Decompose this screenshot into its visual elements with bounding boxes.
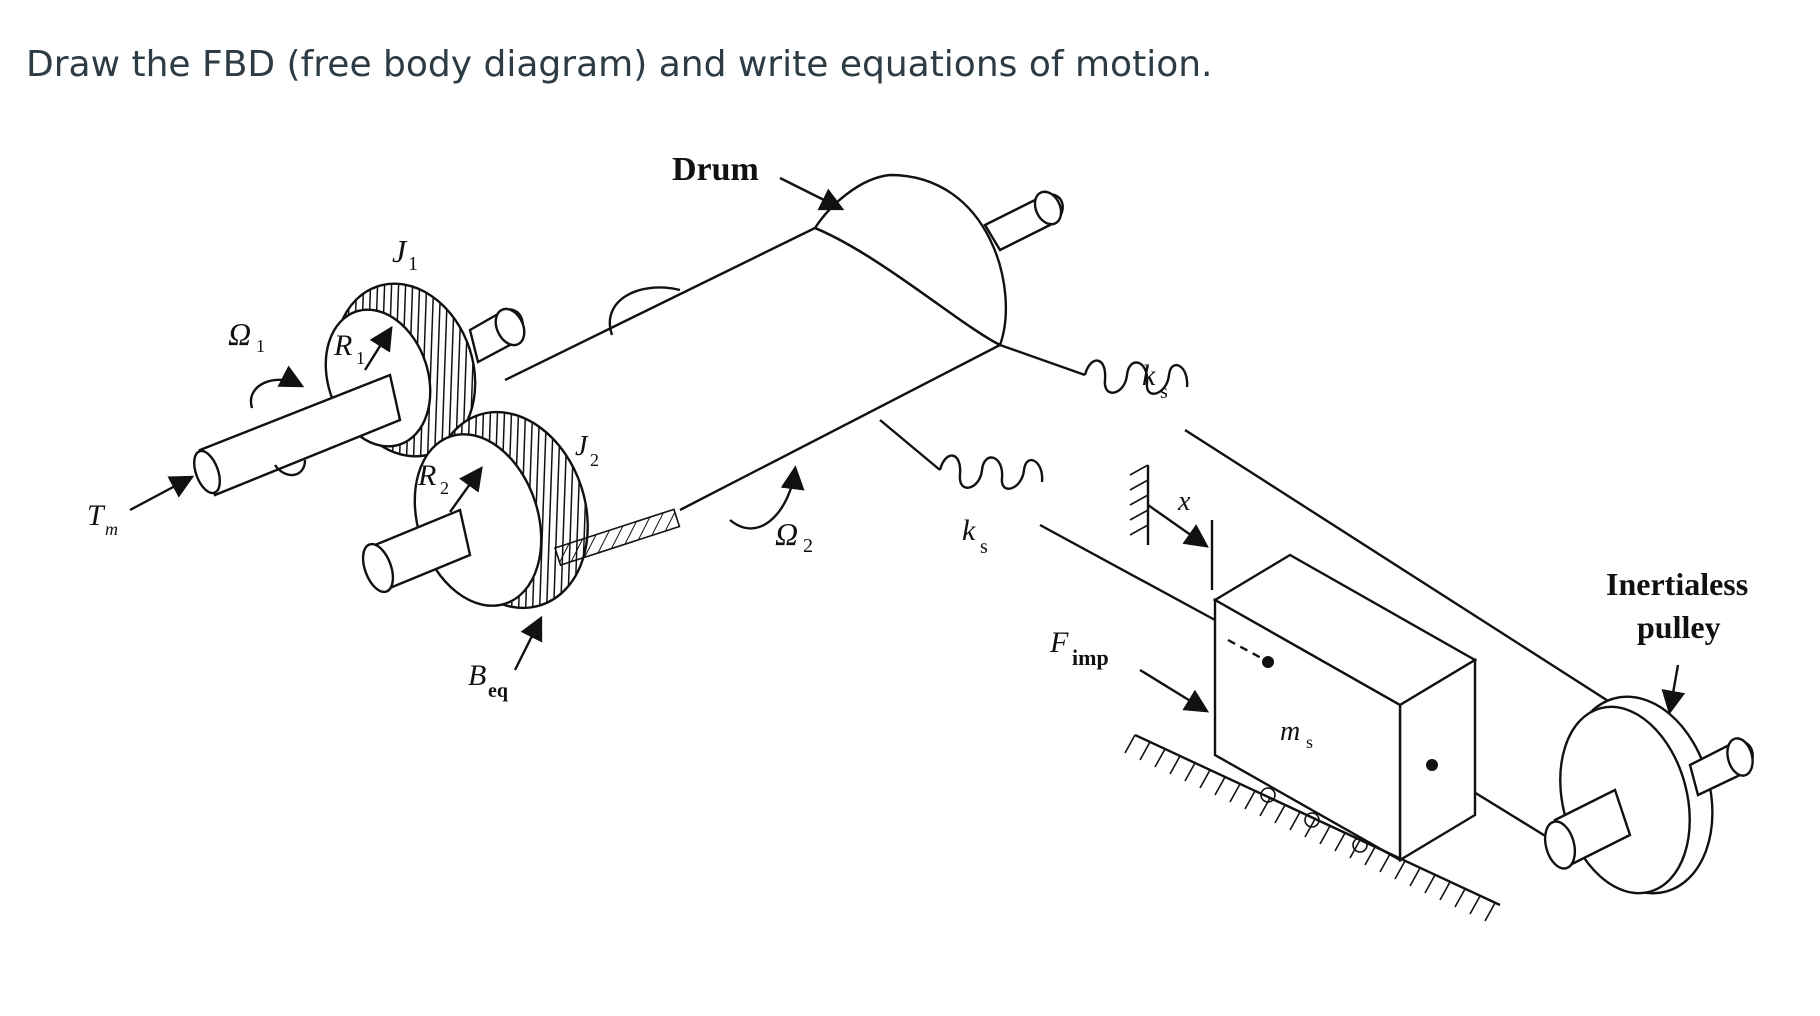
tm-arrow [129, 475, 195, 512]
r1-arrow [363, 325, 393, 371]
svg-text:1: 1 [256, 336, 265, 356]
svg-text:k: k [962, 514, 976, 547]
label-fimp: F imp [1049, 626, 1109, 670]
label-beq: B eq [468, 659, 508, 702]
svg-text:1: 1 [356, 348, 365, 368]
label-x: x [1177, 486, 1191, 517]
svg-text:s: s [980, 536, 988, 558]
beq-arrow [513, 615, 543, 671]
label-pulley-line2: pulley [1637, 609, 1721, 645]
label-ms: m s [1280, 716, 1313, 752]
label-j1: J 1 [392, 233, 418, 275]
label-ks-bottom: k s [962, 514, 988, 558]
label-r2: R 2 [417, 459, 449, 498]
damper-beq [553, 508, 681, 567]
omega1-arc-bottom [274, 459, 307, 477]
svg-text:1: 1 [408, 253, 418, 275]
omega1-arrow [249, 365, 305, 409]
drum-arrow [779, 176, 845, 211]
label-j2: J 2 [575, 431, 599, 470]
svg-text:2: 2 [440, 478, 449, 498]
drum-rotation-arc [608, 286, 681, 336]
svg-text:Ω: Ω [775, 516, 798, 552]
mass-ms [1124, 553, 1501, 922]
svg-text:m: m [1280, 716, 1300, 747]
svg-text:2: 2 [803, 535, 813, 557]
question-text: Draw the FBD (free body diagram) and wri… [26, 44, 1213, 85]
svg-text:imp: imp [1072, 645, 1109, 670]
label-ks-top: k s [1142, 359, 1168, 403]
svg-text:J: J [392, 233, 408, 269]
spring-ks-bottom [938, 454, 1044, 490]
label-pulley-line1: Inertialess [1606, 566, 1748, 602]
label-omega2: Ω 2 [775, 516, 813, 557]
spring-ks-top [1083, 359, 1189, 395]
svg-text:k: k [1142, 359, 1156, 392]
svg-text:Ω: Ω [228, 316, 251, 352]
svg-text:s: s [1306, 732, 1313, 752]
r2-arrow [449, 466, 483, 513]
reference-wall [1129, 464, 1214, 590]
label-tm: T m [87, 499, 118, 539]
label-r1: R 1 [333, 329, 365, 368]
svg-text:B: B [468, 659, 486, 692]
gear-j2 [361, 410, 681, 610]
svg-text:m: m [105, 519, 118, 539]
label-drum: Drum [672, 151, 759, 188]
svg-text:F: F [1049, 626, 1069, 659]
svg-text:s: s [1160, 381, 1168, 403]
svg-text:eq: eq [488, 680, 508, 702]
omega2-arrow [729, 465, 805, 530]
label-omega1: Ω 1 [228, 316, 265, 356]
svg-text:R: R [333, 329, 352, 362]
inertialess-pulley [1543, 664, 1754, 895]
svg-text:R: R [417, 459, 436, 492]
drum-shaft [983, 190, 1064, 252]
drum [504, 173, 1064, 530]
svg-text:T: T [87, 499, 106, 532]
svg-text:2: 2 [590, 450, 599, 470]
svg-text:J: J [575, 431, 589, 462]
